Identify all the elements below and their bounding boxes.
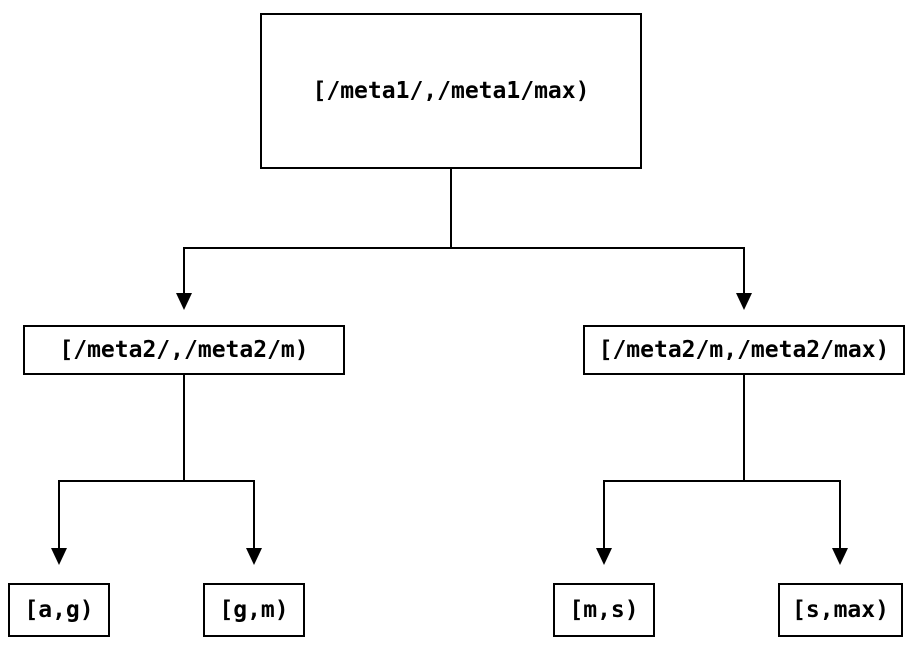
arrow-down-icon	[596, 548, 612, 565]
arrow-down-icon	[176, 293, 192, 310]
arrow-down-icon	[832, 548, 848, 565]
tree-node-root: [/meta1/,/meta1/max)	[260, 13, 642, 169]
tree-node-meta2-left: [/meta2/,/meta2/m)	[23, 325, 345, 375]
node-label: [a,g)	[24, 597, 94, 623]
node-label: [/meta2/m,/meta2/max)	[598, 337, 890, 363]
tree-node-leaf-smax: [s,max)	[778, 583, 903, 637]
node-label: [s,max)	[792, 597, 889, 623]
node-label: [/meta2/,/meta2/m)	[59, 337, 309, 363]
arrow-down-icon	[51, 548, 67, 565]
arrow-down-icon	[246, 548, 262, 565]
tree-node-meta2-right: [/meta2/m,/meta2/max)	[583, 325, 905, 375]
tree-node-leaf-ms: [m,s)	[553, 583, 655, 637]
arrow-down-icon	[736, 293, 752, 310]
node-label: [g,m)	[219, 597, 289, 623]
tree-node-leaf-gm: [g,m)	[203, 583, 305, 637]
node-label: [/meta1/,/meta1/max)	[312, 78, 590, 104]
tree-node-leaf-ag: [a,g)	[8, 583, 110, 637]
node-label: [m,s)	[569, 597, 639, 623]
